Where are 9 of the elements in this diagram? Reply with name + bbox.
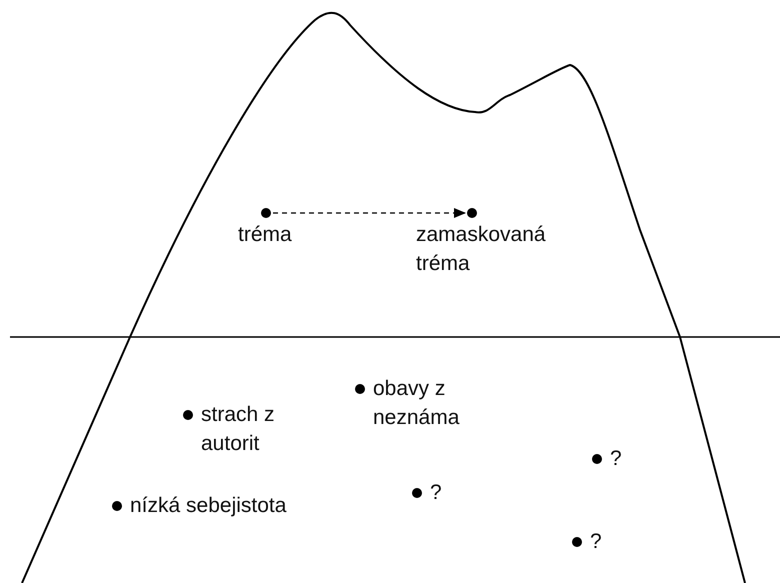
node-label: nízká sebejistota — [130, 493, 288, 519]
arrow — [273, 208, 466, 218]
node-label: ? — [590, 529, 603, 555]
node-label: ? — [430, 480, 443, 506]
node-label: ? — [610, 446, 623, 472]
node-label: zamaskovaná tréma — [416, 222, 546, 277]
node-label: obavy z neznáma — [373, 376, 460, 431]
node-label: tréma — [238, 222, 293, 248]
node-label: strach z autorit — [201, 402, 276, 457]
